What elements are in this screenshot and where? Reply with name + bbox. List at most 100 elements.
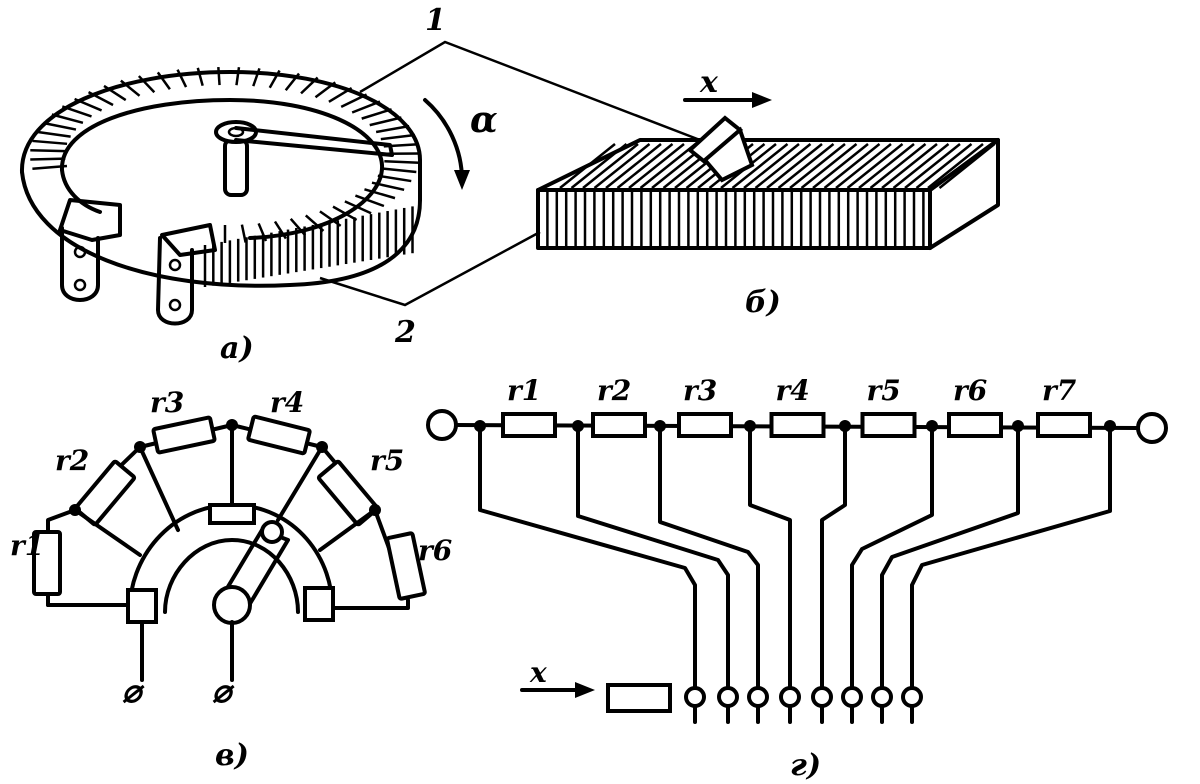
label-r3: r3 <box>150 386 184 419</box>
winding-turn <box>289 217 307 237</box>
winding-turn <box>593 143 651 189</box>
terminal-right-symbol: ⌀ <box>212 672 235 710</box>
winding-turn <box>156 71 171 91</box>
resistor-r3 <box>151 415 217 455</box>
winding-turn <box>361 108 392 120</box>
figure-g-label: г) <box>790 748 821 783</box>
tap-wire <box>910 424 1112 690</box>
winding-turn <box>30 157 66 161</box>
tap-wire <box>850 424 934 690</box>
tap-wire <box>658 424 760 690</box>
winding-turn <box>384 159 420 165</box>
winding-turn <box>268 69 281 89</box>
figure-v-label: в) <box>215 738 249 773</box>
figure-v-radial-tapped-circuit: ⌀ ⌀ r1 r2 r3 r4 r5 r6 в) <box>10 386 452 773</box>
label-r4: r4 <box>776 374 810 407</box>
winding-turn <box>927 143 984 189</box>
tap-contact <box>901 686 923 708</box>
resistor-r7 <box>1036 412 1092 438</box>
winding-turn <box>835 143 892 189</box>
winding-turn <box>32 164 68 171</box>
linear-tap-wires <box>478 424 1112 724</box>
direction-arrow-icon <box>752 92 772 108</box>
winding-turn <box>332 205 358 222</box>
winding-turn <box>628 143 685 189</box>
tap-contact <box>811 686 833 708</box>
winding-hatch <box>30 66 420 243</box>
callout-1-label: 1 <box>425 3 446 38</box>
winding-turn <box>823 143 881 189</box>
winding-turn <box>371 181 405 192</box>
slide-arrow-icon <box>575 682 595 698</box>
winding-turn <box>904 143 961 189</box>
figure-b-linear-potentiometer: x б) <box>536 65 1000 320</box>
winding-turn <box>240 224 247 243</box>
winding-turn <box>32 139 68 146</box>
winding-turn <box>616 143 674 189</box>
winding-turn <box>51 113 84 125</box>
tap-wire <box>820 424 847 690</box>
winding-turn <box>284 72 300 92</box>
winding-turn <box>176 69 188 88</box>
resistor-r4 <box>769 412 826 438</box>
figure-b-label: б) <box>745 285 781 320</box>
winding-turn <box>938 143 996 189</box>
rotation-arrow-icon <box>454 170 470 190</box>
winding-turn <box>87 91 114 107</box>
winding-turn <box>639 143 697 189</box>
winding-turn <box>344 200 372 215</box>
winding-turn <box>61 105 92 118</box>
winding-turn <box>252 67 261 87</box>
winding-turn <box>340 93 368 108</box>
resistor-r6 <box>385 531 427 601</box>
winding-turn <box>800 143 858 189</box>
winding-turn <box>369 116 402 127</box>
winding-turn <box>812 143 869 189</box>
winding-turn <box>892 143 950 189</box>
output-terminal <box>1136 412 1168 444</box>
label-r3: r3 <box>683 374 717 407</box>
tap-wire <box>880 424 1020 690</box>
winding-turn <box>375 124 410 134</box>
sliding-contact <box>606 683 672 713</box>
tap-contact <box>841 686 863 708</box>
winding-turn <box>235 67 241 86</box>
resistor-r1 <box>501 412 557 438</box>
label-r6: r6 <box>953 374 987 407</box>
label-r1: r1 <box>507 374 541 407</box>
resistor-r3 <box>677 412 733 438</box>
tap-wire <box>576 424 730 690</box>
input-terminal <box>426 409 458 441</box>
tap-wire <box>478 424 697 690</box>
winding-turn <box>846 143 904 189</box>
tap-contact <box>747 686 769 708</box>
winding-turn <box>582 143 639 189</box>
winding-turn <box>881 143 938 189</box>
callout-lines: 1 2 <box>319 3 701 350</box>
resistor-r2 <box>591 412 647 438</box>
winding-turn <box>196 67 204 87</box>
winding-turn <box>273 220 287 240</box>
winding-turn <box>559 143 616 189</box>
winding-turn <box>351 100 381 114</box>
winding-turn <box>30 148 66 153</box>
resistor-r1 <box>32 530 62 596</box>
winding-turn <box>137 75 156 94</box>
linear-winding-front <box>546 190 925 248</box>
winding-turn <box>380 133 416 141</box>
tap-wire <box>748 424 792 690</box>
label-r5: r5 <box>370 444 404 477</box>
label-r5: r5 <box>867 374 901 407</box>
figure-a-label: a) <box>220 331 254 366</box>
label-r2: r2 <box>597 374 631 407</box>
tap-contact <box>779 686 801 708</box>
linear-winding-top <box>559 143 996 189</box>
label-r2: r2 <box>55 444 89 477</box>
winding-turn <box>869 143 927 189</box>
winding-turn <box>328 87 353 103</box>
label-r1: r1 <box>10 529 44 562</box>
winding-turn <box>103 84 127 102</box>
resistor-r4 <box>246 414 312 456</box>
